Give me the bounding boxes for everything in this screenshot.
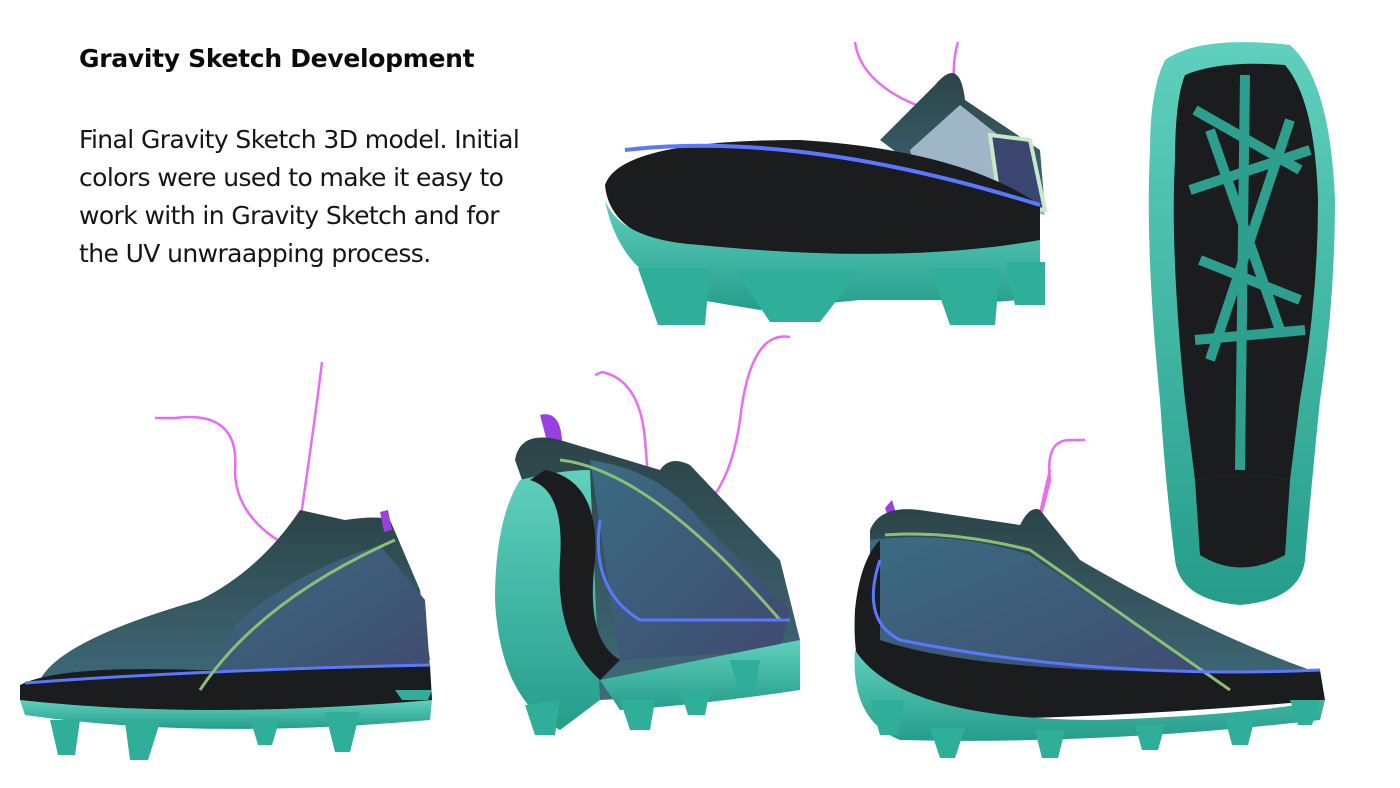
description-text: Final Gravity Sketch 3D model. Initial c…	[79, 121, 539, 273]
medial-side-view	[854, 438, 1325, 758]
outsole-bottom-view	[1148, 42, 1335, 605]
description-line: Final Gravity Sketch 3D model. Initial	[79, 125, 520, 154]
description-line: the UV unwraapping process.	[79, 239, 431, 268]
low-front-angle-view	[605, 41, 1048, 325]
description-line: colors were used to make it easy to	[79, 163, 504, 192]
rear-three-quarter-view	[495, 335, 800, 735]
lateral-side-view	[20, 361, 432, 760]
description-line: work with in Gravity Sketch and for	[79, 201, 500, 230]
page-title: Gravity Sketch Development	[79, 44, 475, 73]
